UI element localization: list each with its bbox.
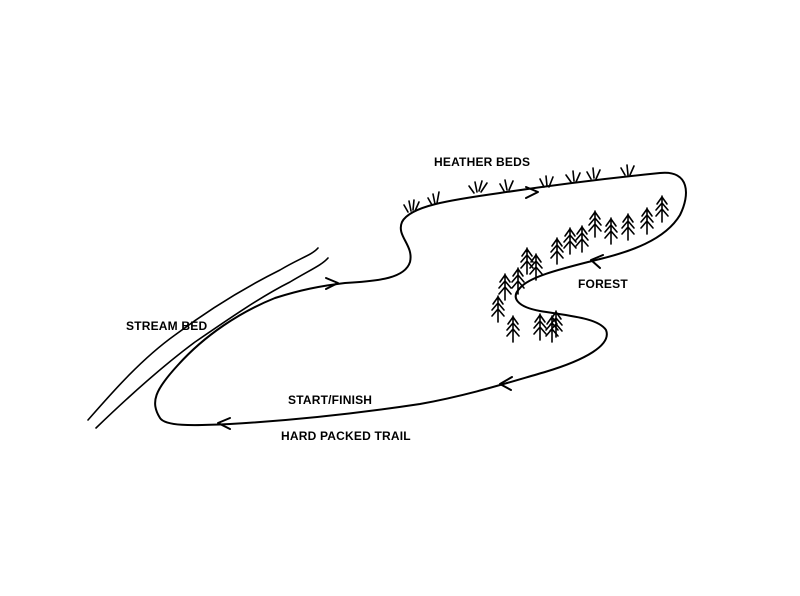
tree-icon (491, 295, 505, 323)
forest-label: FOREST (578, 277, 628, 291)
direction-arrow-icon-4 (499, 376, 513, 391)
heather-tuft-icon (403, 199, 420, 213)
stream-bed-label: STREAM BED (126, 319, 208, 333)
tree-icon (549, 310, 563, 338)
forest-trees (491, 195, 669, 343)
heather-tuft-icon (468, 180, 488, 194)
tree-icon (588, 210, 602, 238)
hard-packed-trail-label: HARD PACKED TRAIL (281, 429, 411, 443)
tree-icon (621, 213, 635, 241)
direction-arrow-icon-3 (590, 254, 604, 269)
heather-tuft-icon (427, 191, 440, 206)
start-finish-label: START/FINISH (288, 393, 373, 407)
tree-icon (545, 315, 559, 343)
tree-icon (511, 267, 525, 295)
heather-tuft-icon (499, 179, 514, 192)
tree-icon (550, 237, 564, 265)
heather-tuft-icon (565, 170, 581, 183)
tree-icon (529, 253, 543, 281)
direction-arrow-icon-1 (325, 277, 339, 290)
tree-icon (520, 247, 534, 275)
direction-arrow-icon-5 (217, 417, 231, 430)
heather-tuft-icon (586, 167, 601, 180)
heather-tuft-icon (539, 175, 554, 188)
tree-icon (655, 195, 669, 223)
trail-loop (154, 171, 687, 427)
tree-icon (575, 225, 589, 253)
tree-icon (604, 217, 618, 245)
direction-arrow-icon-2 (525, 186, 539, 199)
tree-icon (506, 315, 520, 343)
tree-icon (533, 313, 547, 341)
stream-bed-bank-right (95, 257, 329, 429)
heather-tuft-icons (403, 164, 635, 213)
heather-tuft-icon (620, 164, 635, 176)
tree-icon (498, 273, 512, 301)
stream-bed-bank-left (87, 247, 319, 421)
tree-icon (563, 227, 577, 255)
tree-icon (640, 207, 654, 235)
heather-beds-label: HEATHER BEDS (434, 155, 531, 169)
